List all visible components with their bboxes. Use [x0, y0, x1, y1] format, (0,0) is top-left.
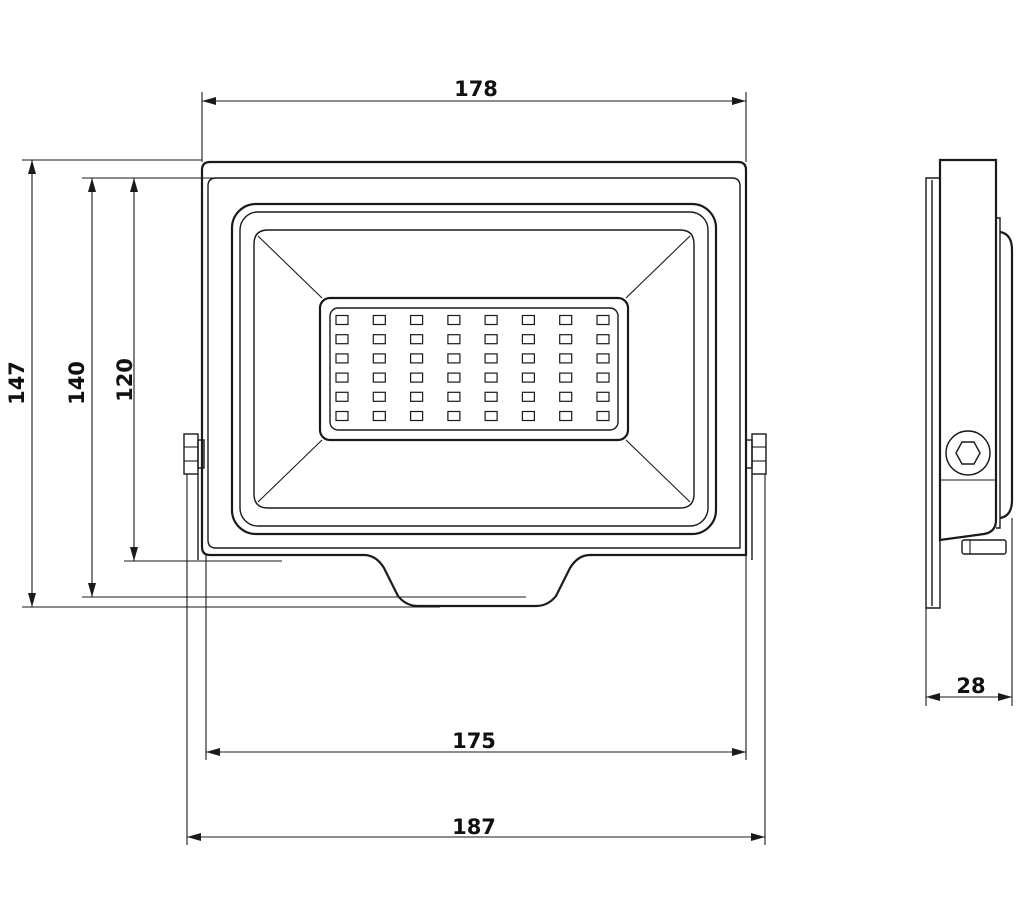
led-chip [410, 334, 424, 345]
led-chip [410, 314, 424, 326]
led-chip [372, 410, 386, 422]
reflector [253, 229, 695, 509]
reflector-edge [257, 235, 323, 299]
side-back-plate [925, 177, 941, 609]
led-chip [372, 334, 386, 345]
led-chip [410, 372, 424, 383]
front-view [183, 160, 767, 608]
led-chip [484, 314, 498, 326]
reflector-edge [625, 439, 691, 503]
led-board-outer [318, 296, 630, 442]
led-chip [372, 353, 386, 364]
led-chip [335, 391, 349, 402]
led-chip [596, 353, 610, 364]
led-chip [372, 314, 386, 326]
led-chip [484, 372, 498, 383]
dimension-label-178: 178 [454, 77, 498, 101]
led-chip [596, 410, 610, 422]
led-chip [447, 372, 461, 383]
led-chip [484, 391, 498, 402]
led-chip [484, 353, 498, 364]
led-chip [596, 334, 610, 345]
dimension-175: 175 [205, 555, 747, 760]
led-chip [447, 391, 461, 402]
led-chip [521, 410, 536, 422]
side-lens [999, 230, 1014, 520]
housing-outer [200, 160, 748, 608]
led-chip [410, 410, 424, 422]
led-chip [410, 353, 424, 364]
led-chip [596, 314, 610, 326]
dimension-label-140: 140 [65, 361, 89, 405]
led-chip [559, 391, 573, 402]
led-chip [521, 353, 536, 364]
dimension-label-187: 187 [452, 815, 496, 839]
side-view [925, 158, 1014, 609]
led-chip [447, 334, 461, 345]
dimension-label-175: 175 [452, 729, 496, 753]
glass-frame-inner [239, 211, 709, 527]
led-chip [447, 410, 461, 422]
led-chip [559, 314, 573, 326]
led-chip [410, 391, 424, 402]
led-chip [484, 410, 498, 422]
dimension-147: 147 [5, 159, 440, 608]
led-chip [335, 372, 349, 383]
dimension-label-120: 120 [113, 358, 137, 402]
led-chip [484, 334, 498, 345]
dimension-label-28: 28 [956, 674, 985, 698]
dimension-120: 120 [113, 177, 282, 562]
led-chip [372, 372, 386, 383]
led-chip [521, 372, 536, 383]
led-chip [559, 372, 573, 383]
dimension-187: 187 [186, 474, 766, 845]
led-chip [447, 353, 461, 364]
housing-inner-edge [207, 177, 741, 549]
led-chip [372, 391, 386, 402]
side-glass [996, 217, 1001, 529]
dimension-178: 178 [201, 77, 747, 162]
led-chip [559, 334, 573, 345]
side-bolt-hex [945, 430, 991, 476]
led-chip [596, 372, 610, 383]
led-chip [335, 314, 349, 326]
led-board-inner [329, 307, 619, 431]
side-mount-tab [961, 539, 1007, 555]
glass-frame-outer [230, 202, 718, 536]
dimension-140: 140 [65, 177, 526, 598]
dimension-label-147: 147 [5, 361, 29, 405]
side-housing [938, 158, 998, 542]
led-chip [335, 334, 349, 345]
led-chip [559, 410, 573, 422]
led-chip [447, 314, 461, 326]
dimension-28: 28 [925, 518, 1013, 706]
bolt-left [183, 433, 205, 475]
led-grid [335, 314, 610, 422]
led-chip [596, 391, 610, 402]
reflector-edge [625, 235, 691, 299]
led-chip [559, 353, 573, 364]
reflector-edge [257, 439, 323, 503]
led-chip [335, 353, 349, 364]
led-chip [335, 410, 349, 422]
led-chip [521, 314, 536, 326]
bolt-right [745, 433, 767, 475]
led-chip [521, 391, 536, 402]
led-chip [521, 334, 536, 345]
